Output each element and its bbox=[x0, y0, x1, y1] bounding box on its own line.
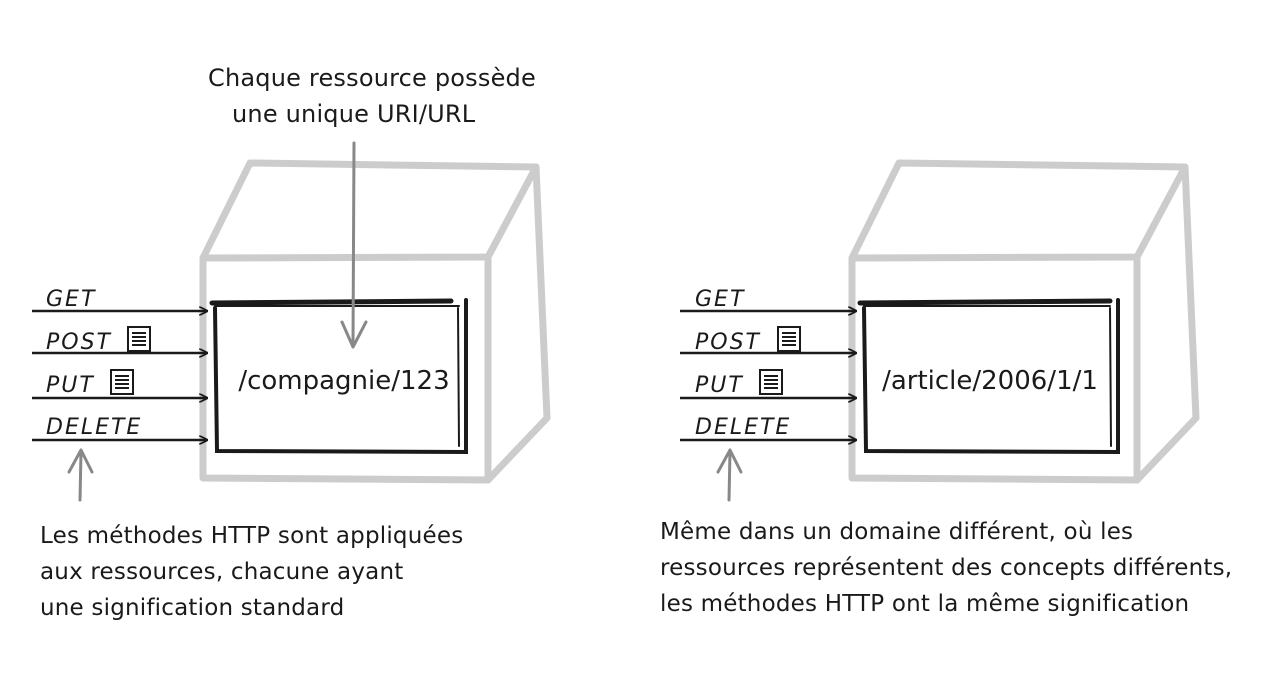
document-icon bbox=[777, 326, 801, 352]
uri-pointer-arrow bbox=[340, 141, 368, 349]
document-icon bbox=[759, 369, 783, 395]
uri-annotation-line: une unique URI/URL bbox=[232, 100, 476, 128]
resource-path-right: /article/2006/1/1 bbox=[882, 366, 1098, 396]
method-get-left: GET bbox=[46, 287, 96, 312]
annotation-line: Même dans un domaine différent, où les bbox=[660, 519, 1134, 545]
method-post-left: POST bbox=[46, 330, 112, 355]
methods-annotation-left: Les méthodes HTTP sont appliquées aux re… bbox=[40, 518, 463, 626]
resource-box-left bbox=[209, 298, 468, 455]
annotation-line: les méthodes HTTP ont la même significat… bbox=[660, 591, 1190, 617]
document-icon bbox=[110, 369, 134, 395]
method-put-left: PUT bbox=[46, 373, 95, 398]
methods-pointer-arrow-left bbox=[67, 448, 94, 502]
method-delete-left: DELETE bbox=[46, 415, 142, 440]
method-delete-right: DELETE bbox=[695, 415, 791, 440]
resource-box-right bbox=[857, 298, 1120, 455]
server-cube-left bbox=[199, 159, 551, 484]
document-icon bbox=[127, 326, 151, 352]
method-put-right: PUT bbox=[695, 373, 744, 398]
method-arrows-left bbox=[32, 311, 207, 440]
method-post-right: POST bbox=[695, 330, 761, 355]
annotation-line: ressources représentent des concepts dif… bbox=[660, 555, 1233, 581]
annotation-line: aux ressources, chacune ayant bbox=[40, 559, 404, 585]
resource-panel-right: /article/2006/1/1 GET POST PUT DELETE bbox=[680, 159, 1200, 502]
methods-pointer-arrow-right bbox=[716, 448, 743, 502]
methods-annotation-right: Même dans un domaine différent, où les r… bbox=[660, 514, 1232, 622]
uri-annotation-line: Chaque ressource possède bbox=[208, 64, 536, 92]
method-arrows-right bbox=[680, 311, 856, 440]
annotation-line: Les méthodes HTTP sont appliquées bbox=[40, 523, 464, 549]
method-get-right: GET bbox=[695, 287, 745, 312]
resource-path-left: /compagnie/123 bbox=[238, 366, 449, 396]
resource-panel-left: /compagnie/123 GET POST PUT DELETE bbox=[32, 141, 551, 502]
server-cube-right bbox=[848, 159, 1200, 484]
uri-annotation: Chaque ressource possède une unique URI/… bbox=[208, 60, 536, 132]
annotation-line: une signification standard bbox=[40, 595, 345, 621]
